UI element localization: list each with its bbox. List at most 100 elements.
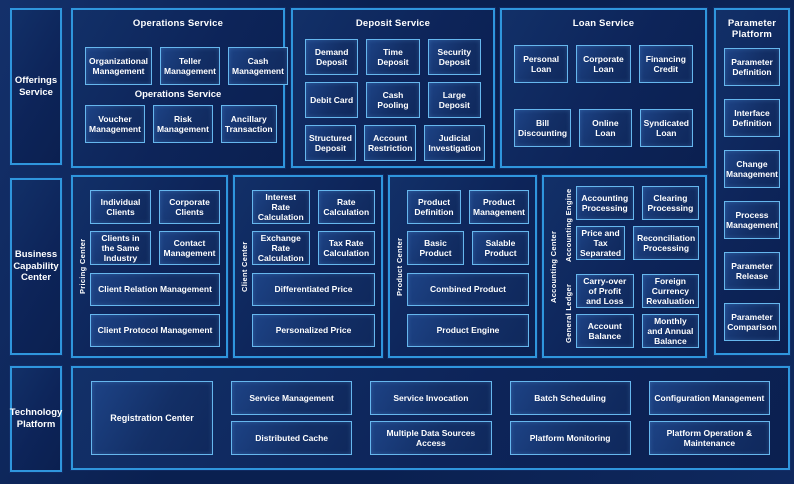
operations-row-2: Voucher Management Risk Management Ancil…	[85, 105, 277, 143]
accounting-engine-vertical-label: Accounting Engine	[564, 188, 573, 262]
box-carry-over-profit-loss: Carry-over of Profit and Loss	[576, 274, 634, 308]
box-change-management: Change Management	[724, 150, 780, 188]
box-monthly-annual-balance: Monthly and Annual Balance	[641, 314, 700, 348]
loan-service-panel: Loan Service Personal Loan Corporate Loa…	[500, 8, 707, 168]
box-structured-deposit: Structured Deposit	[305, 125, 356, 161]
loan-row-2: Bill Discounting Online Loan Syndicated …	[514, 109, 693, 147]
technology-platform-panel: Registration Center Service Management D…	[71, 366, 790, 470]
box-tax-rate-calculation: Tax Rate Calculation	[317, 231, 375, 265]
box-salable-product: Salable Product	[472, 231, 529, 265]
box-service-management: Service Management	[231, 381, 353, 415]
tech-column-3: Batch Scheduling Platform Monitoring	[509, 381, 631, 455]
pricing-center-vertical-label: Pricing Center	[78, 238, 87, 295]
box-combined-product: Combined Product	[407, 273, 529, 306]
box-client-relation-management: Client Relation Management	[90, 273, 220, 306]
product-row-1: Product Definition Product Management	[407, 190, 529, 224]
operations-service-panel: Operations Service Organizational Manage…	[71, 8, 288, 168]
box-security-deposit: Security Deposit	[427, 39, 481, 75]
tech-column-2: Service Invocation Multiple Data Sources…	[370, 381, 492, 455]
box-differentiated-price: Differentiated Price	[252, 273, 375, 306]
box-batch-scheduling: Batch Scheduling	[509, 381, 631, 415]
pricing-center-panel: Pricing Center Individual Clients Corpor…	[71, 175, 228, 358]
sidebar-technology-platform: Technology Platform	[10, 366, 62, 472]
box-account-balance: Account Balance	[576, 314, 634, 348]
box-product-management: Product Management	[469, 190, 529, 224]
engine-row-2: Price and Tax Separated Reconciliation P…	[576, 226, 700, 260]
box-demand-deposit: Demand Deposit	[305, 39, 359, 75]
box-voucher-management: Voucher Management	[85, 105, 145, 143]
clients-row-2: Clients in the Same Industry Contact Man…	[90, 231, 220, 265]
operations-service-subtitle: Operations Service	[134, 89, 222, 100]
box-judicial-investigation: Judicial Investigation	[424, 125, 485, 161]
parameter-platform-title: Parameter Platform	[727, 18, 777, 40]
box-interest-rate-calculation: Interest Rate Calculation	[252, 190, 310, 224]
box-time-deposit: Time Deposit	[366, 39, 420, 75]
box-interface-definition: Interface Definition	[724, 99, 780, 137]
box-client-protocol-management: Client Protocol Management	[90, 314, 220, 347]
deposit-row-3: Structured Deposit Account Restriction J…	[305, 125, 485, 161]
operations-service-title: Operations Service	[132, 18, 224, 29]
operations-row-1: Organizational Management Teller Managem…	[85, 47, 288, 85]
box-configuration-management: Configuration Management	[648, 381, 770, 415]
deposit-row-1: Demand Deposit Time Deposit Security Dep…	[305, 39, 481, 75]
box-cash-pooling: Cash Pooling	[366, 82, 420, 118]
box-personalized-price: Personalized Price	[252, 314, 375, 347]
box-syndicated-loan: Syndicated Loan	[639, 109, 693, 147]
product-center-panel: Product Center Product Definition Produc…	[388, 175, 537, 358]
box-personal-loan: Personal Loan	[514, 45, 569, 83]
loan-row-1: Personal Loan Corporate Loan Financing C…	[514, 45, 693, 83]
box-bill-discounting: Bill Discounting	[514, 109, 572, 147]
ledger-row-2: Account Balance Monthly and Annual Balan…	[576, 314, 700, 348]
sidebar-business-capability-center: Business Capability Center	[10, 178, 62, 355]
tech-column-4: Configuration Management Platform Operat…	[648, 381, 770, 455]
tech-column-1: Service Management Distributed Cache	[231, 381, 353, 455]
sidebar-offerings-service: Offerings Service	[10, 8, 62, 165]
box-exchange-rate-calculation: Exchange Rate Calculation	[252, 231, 310, 265]
box-corporate-clients: Corporate Clients	[159, 190, 220, 224]
box-risk-management: Risk Management	[152, 105, 213, 143]
ledger-row-1: Carry-over of Profit and Loss Foreign Cu…	[576, 274, 700, 308]
box-platform-monitoring: Platform Monitoring	[509, 421, 631, 455]
box-price-and-tax-separated: Price and Tax Separated	[576, 226, 626, 260]
box-account-restriction: Account Restriction	[363, 125, 417, 161]
box-platform-operation-maintenance: Platform Operation & Maintenance	[648, 421, 770, 455]
pricing-row-1: Interest Rate Calculation Rate Calculati…	[252, 190, 375, 224]
general-ledger-vertical-label: General Ledger	[564, 283, 573, 343]
box-product-engine: Product Engine	[407, 314, 529, 347]
box-multiple-data-sources-access: Multiple Data Sources Access	[370, 421, 492, 455]
box-organizational-management: Organizational Management	[85, 47, 153, 85]
box-parameter-definition: Parameter Definition	[724, 48, 780, 86]
box-online-loan: Online Loan	[579, 109, 632, 147]
box-large-deposit: Large Deposit	[427, 82, 481, 118]
box-rate-calculation: Rate Calculation	[317, 190, 375, 224]
accounting-center-vertical-label: Accounting Center	[549, 230, 558, 303]
box-basic-product: Basic Product	[407, 231, 464, 265]
product-center-vertical-label: Product Center	[395, 237, 404, 296]
clients-row-1: Individual Clients Corporate Clients	[90, 190, 220, 224]
loan-service-title: Loan Service	[572, 18, 635, 29]
box-clearing-processing: Clearing Processing	[641, 186, 700, 220]
box-ancillary-transaction: Ancillary Transaction	[220, 105, 277, 143]
pricing-row-2: Exchange Rate Calculation Tax Rate Calcu…	[252, 231, 375, 265]
box-debit-card: Debit Card	[305, 82, 359, 118]
box-reconciliation-processing: Reconciliation Processing	[633, 226, 700, 260]
box-product-definition: Product Definition	[407, 190, 462, 224]
box-parameter-comparison: Parameter Comparison	[724, 303, 780, 341]
product-row-2: Basic Product Salable Product	[407, 231, 529, 265]
client-center-panel: Client Center Interest Rate Calculation …	[233, 175, 383, 358]
client-center-vertical-label: Client Center	[240, 241, 249, 292]
box-individual-clients: Individual Clients	[90, 190, 151, 224]
box-financing-credit: Financing Credit	[638, 45, 693, 83]
engine-row-1: Accounting Processing Clearing Processin…	[576, 186, 700, 220]
box-service-invocation: Service Invocation	[370, 381, 492, 415]
accounting-center-panel: Accounting Center Accounting Engine Acco…	[542, 175, 707, 358]
box-process-management: Process Management	[724, 201, 780, 239]
deposit-service-panel: Deposit Service Demand Deposit Time Depo…	[291, 8, 495, 168]
parameter-platform-panel: Parameter Platform Parameter Definition …	[714, 8, 790, 355]
box-foreign-currency-revaluation: Foreign Currency Revaluation	[641, 274, 700, 308]
general-ledger-group: General Ledger Carry-over of Profit and …	[561, 274, 700, 352]
deposit-service-title: Deposit Service	[355, 18, 431, 29]
box-teller-management: Teller Management	[160, 47, 220, 85]
box-distributed-cache: Distributed Cache	[231, 421, 353, 455]
accounting-engine-group: Accounting Engine Accounting Processing …	[561, 186, 700, 264]
